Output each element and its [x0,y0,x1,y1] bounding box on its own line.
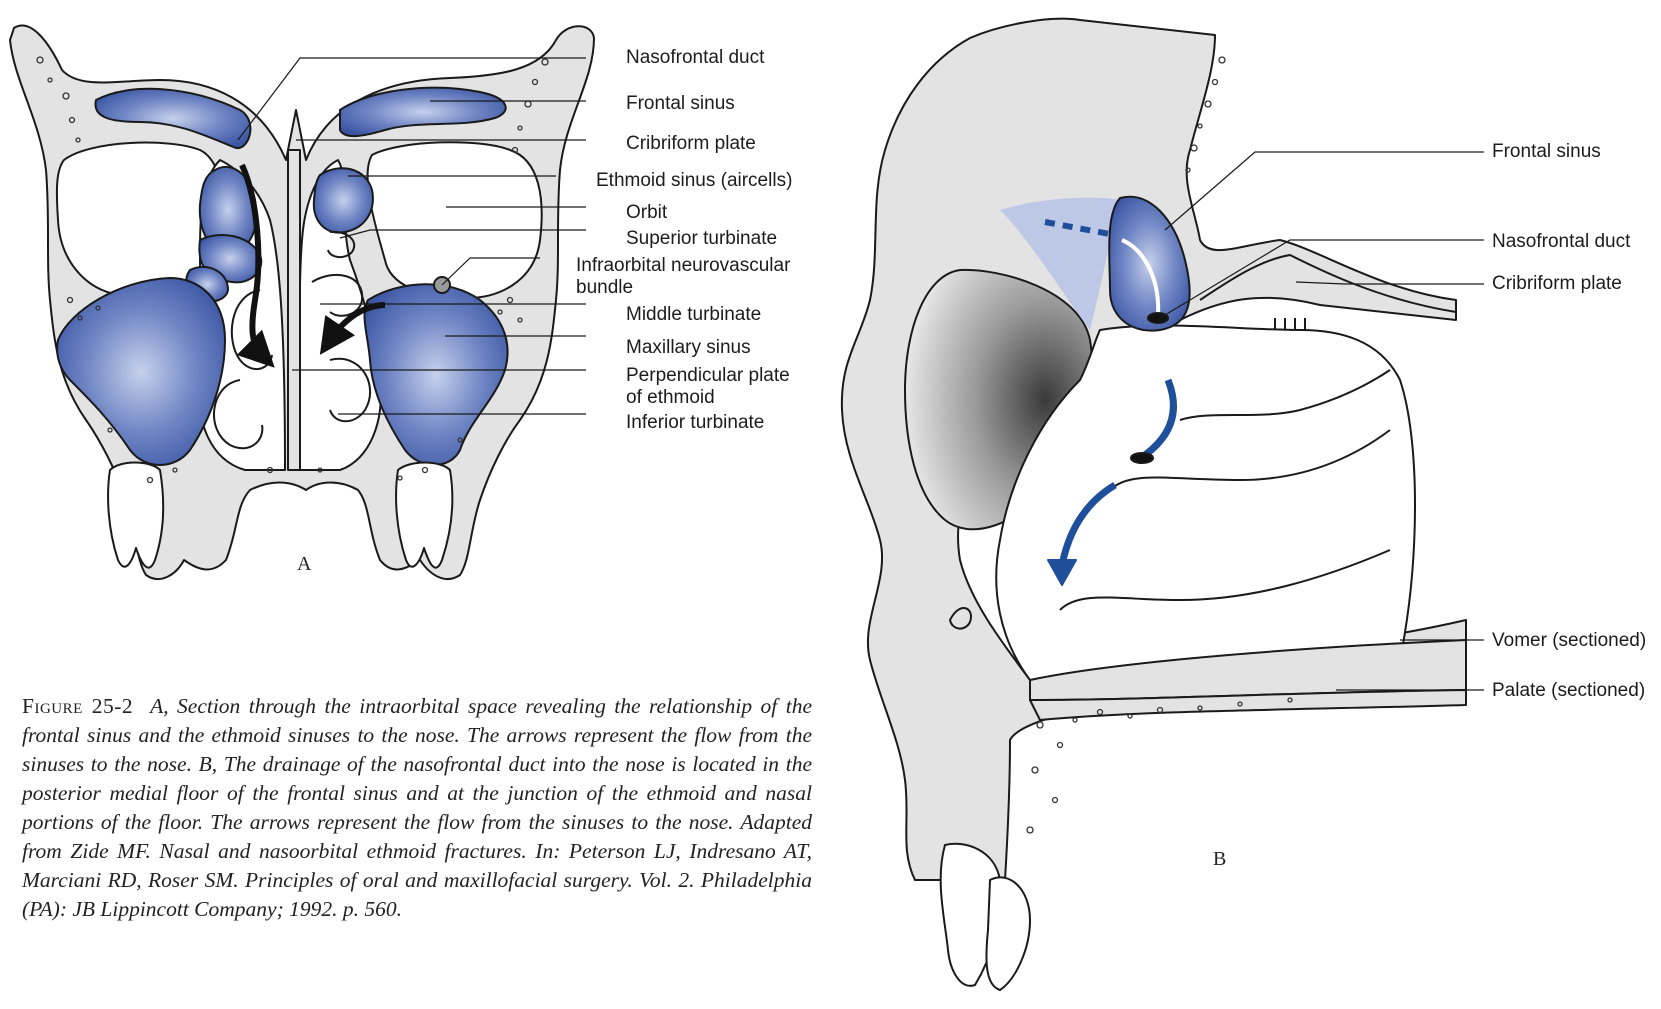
label-b-nasofrontal-duct: Nasofrontal duct [1492,231,1630,253]
label-a-cribriform-plate: Cribriform plate [626,133,756,155]
figure-caption: Figure 25-2 A, Section through the intra… [22,692,812,924]
label-a-maxillary-sinus: Maxillary sinus [626,337,751,359]
label-a-nasofrontal-duct: Nasofrontal duct [626,47,764,69]
panel-a-left-tooth [108,463,163,568]
panel-a-letter: A [297,553,311,576]
caption-text: A, Section through the intraorbital spac… [22,694,812,921]
figure-number: Figure 25-2 [22,694,133,718]
label-a-middle-turbinate: Middle turbinate [626,304,761,326]
label-a-perpendicular-1: Perpendicular plate [626,365,790,387]
panel-a-right-orbit [368,142,542,298]
label-a-ethmoid-sinus: Ethmoid sinus (aircells) [596,170,792,192]
label-a-infraorbital-2: bundle [576,277,633,299]
label-b-palate: Palate (sectioned) [1492,680,1645,702]
label-b-frontal-sinus: Frontal sinus [1492,141,1601,163]
panel-a-right-ethmoid [314,168,373,232]
panel-b-letter: B [1213,848,1226,871]
label-a-perpendicular-2: of ethmoid [626,387,715,409]
panel-b-drawing [842,19,1466,990]
label-a-infraorbital-1: Infraorbital neurovascular [576,255,790,277]
label-a-inferior-turbinate: Inferior turbinate [626,412,764,434]
panel-a-septum [288,150,300,470]
panel-a-drawing [10,26,594,579]
label-a-orbit: Orbit [626,202,667,224]
label-a-frontal-sinus: Frontal sinus [626,93,735,115]
label-b-vomer: Vomer (sectioned) [1492,630,1646,652]
label-b-cribriform-plate: Cribriform plate [1492,273,1622,295]
label-a-superior-turbinate: Superior turbinate [626,228,777,250]
panel-b-second-tooth [986,877,1030,990]
